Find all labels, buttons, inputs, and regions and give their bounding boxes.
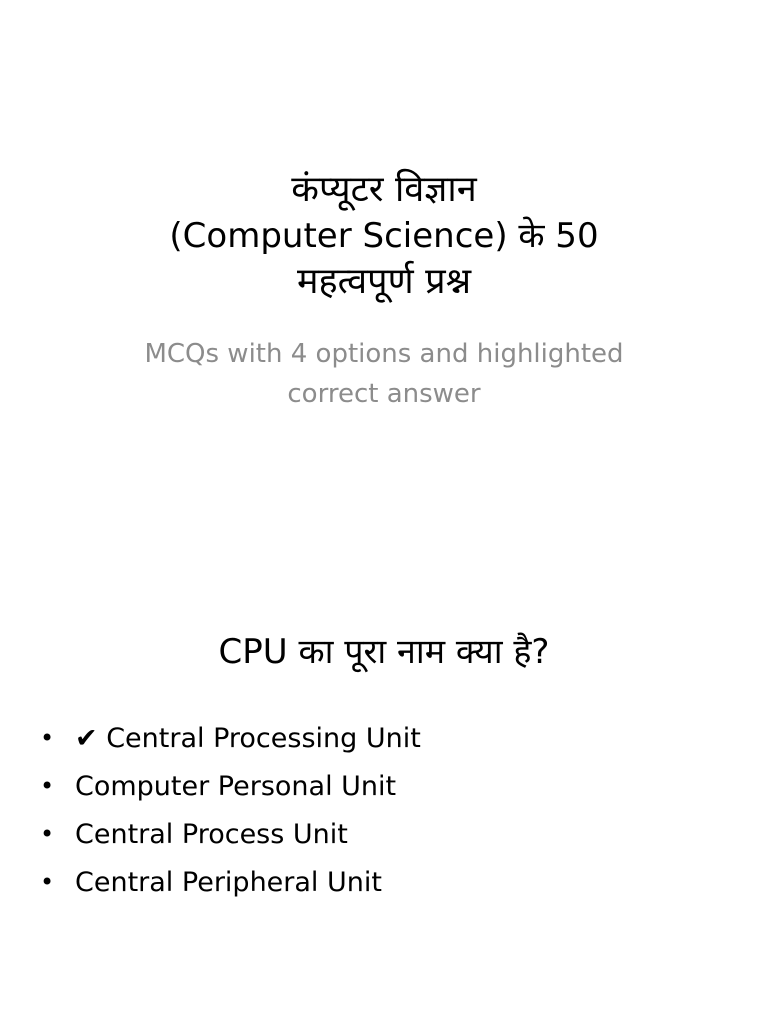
title-line-1: कंप्यूटर विज्ञान	[291, 169, 477, 210]
slide-title: कंप्यूटर विज्ञान (Computer Science) के 5…	[64, 162, 704, 310]
title-line-2: (Computer Science) के 50	[169, 216, 599, 256]
option-item-2: • Computer Personal Unit	[40, 762, 728, 810]
option-text: Computer Personal Unit	[75, 770, 397, 802]
bullet-icon: •	[40, 772, 55, 800]
title-slide: कंप्यूटर विज्ञान (Computer Science) के 5…	[64, 162, 704, 409]
option-item-1: • ✔ Central Processing Unit	[40, 714, 728, 762]
option-text: Central Peripheral Unit	[75, 866, 382, 898]
slide-subtitle: MCQs with 4 options and highlighted corr…	[144, 339, 624, 409]
bullet-icon: •	[40, 820, 55, 848]
question-slide: CPU का पूरा नाम क्या है? • ✔ Central Pro…	[0, 576, 768, 1024]
option-item-4: • Central Peripheral Unit	[40, 858, 728, 906]
option-item-3: • Central Process Unit	[40, 810, 728, 858]
answer-options-list: • ✔ Central Processing Unit • Computer P…	[40, 714, 728, 906]
option-text: Central Process Unit	[75, 818, 348, 850]
bullet-icon: •	[40, 724, 55, 752]
option-text-correct: ✔ Central Processing Unit	[75, 722, 421, 754]
bullet-icon: •	[40, 868, 55, 896]
title-line-3: महत्वपूर्ण प्रश्न	[296, 261, 472, 302]
question-title: CPU का पूरा नाम क्या है?	[218, 632, 550, 672]
